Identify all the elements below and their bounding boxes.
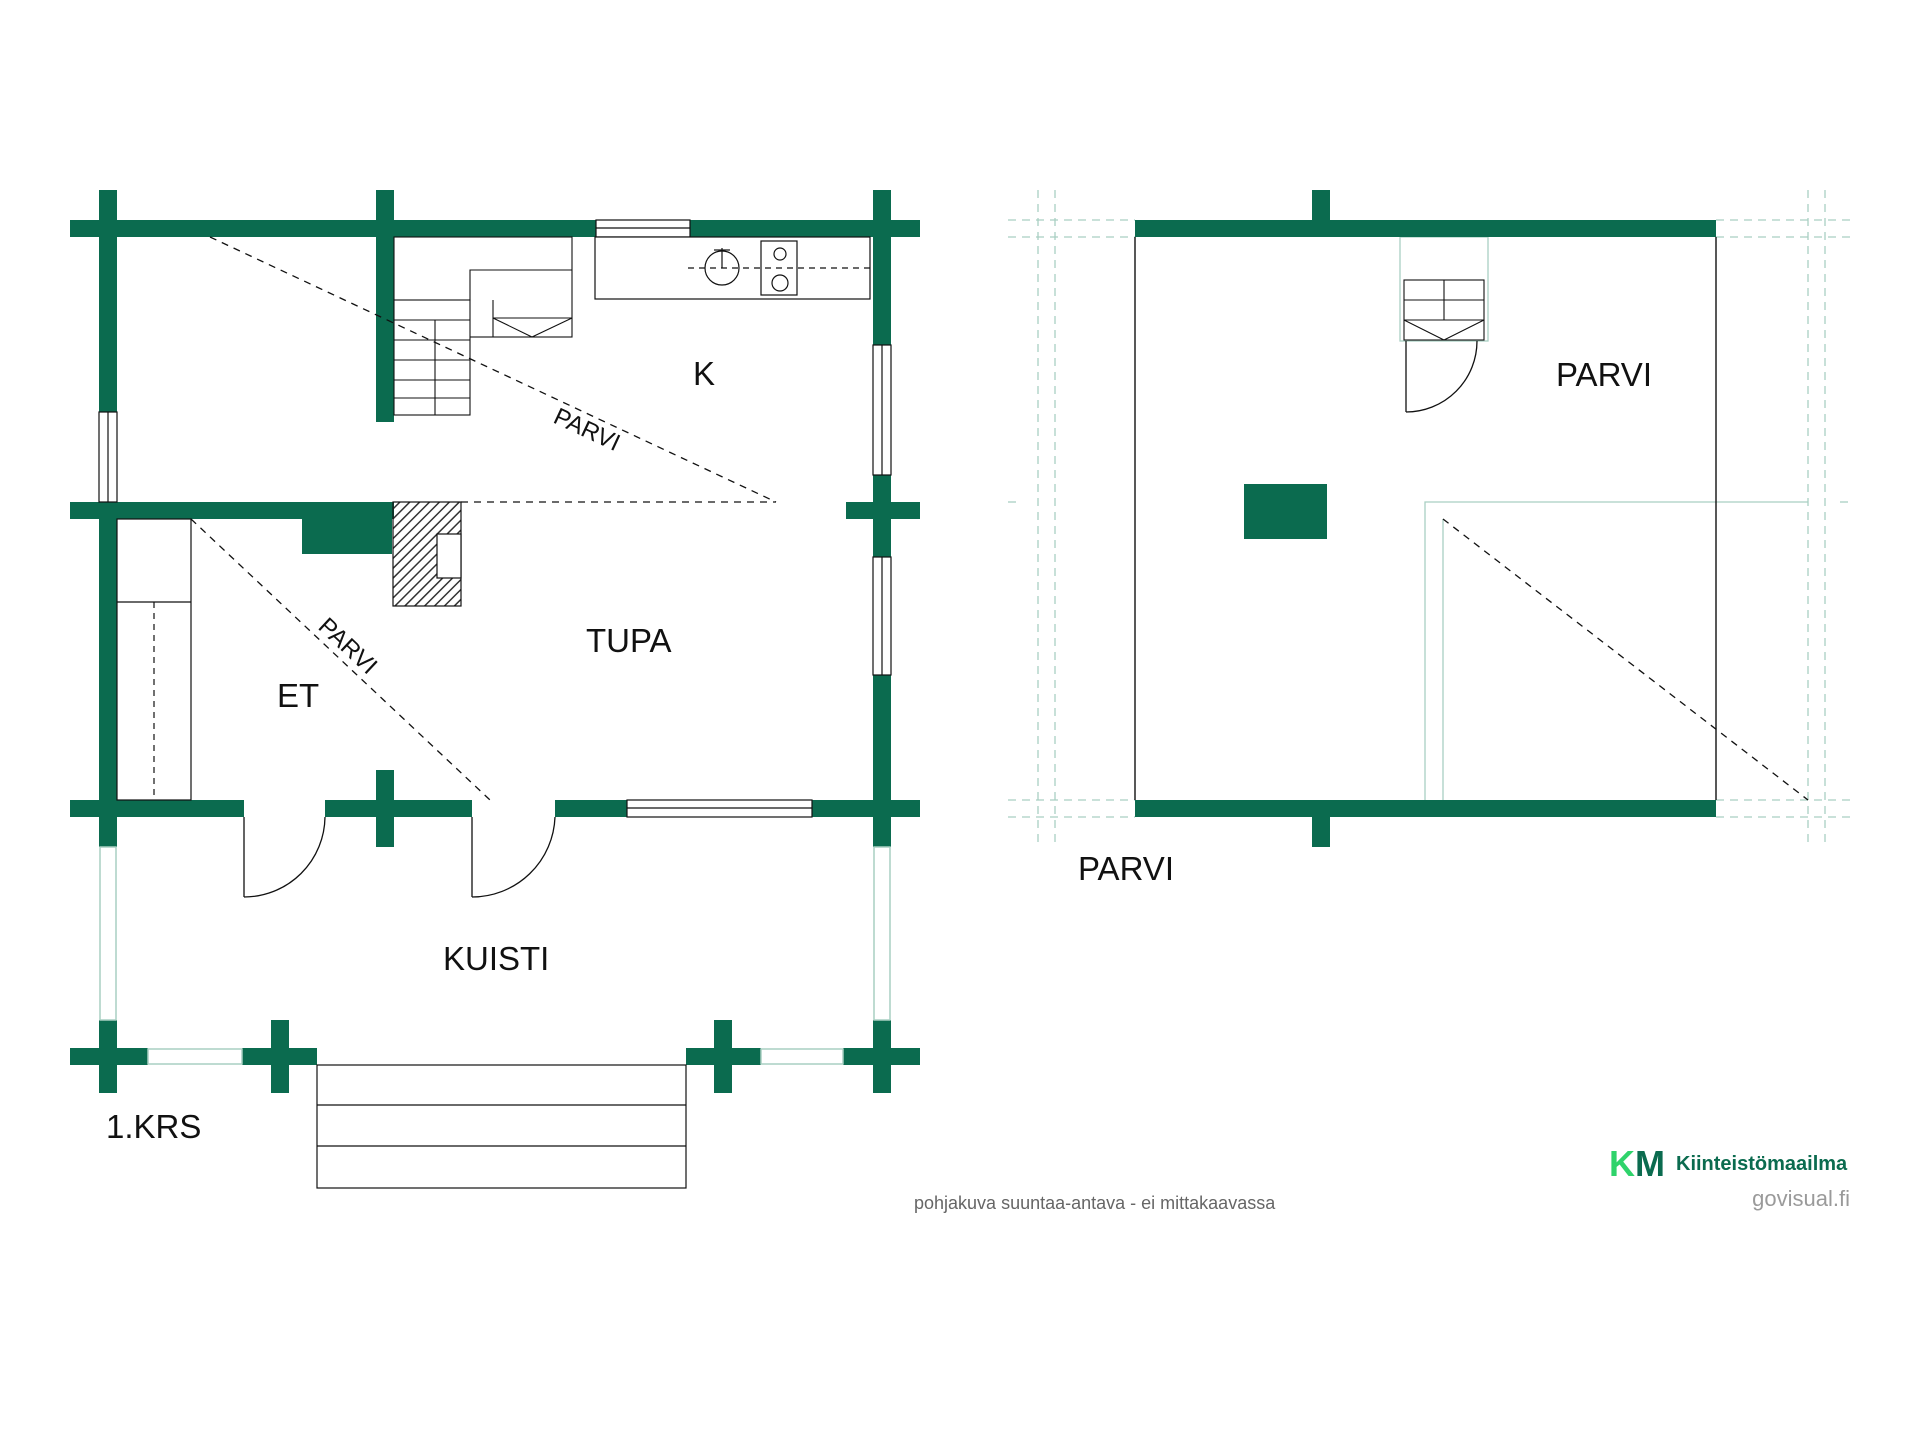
- porch-steps: [316, 1064, 687, 1189]
- loft-top-wall: [1135, 220, 1716, 237]
- lower-floor-ghost: [1008, 190, 1853, 847]
- right-wall-lower: [873, 675, 891, 847]
- bottom-wall-middle: [325, 800, 472, 817]
- ground-floor-walls: [70, 190, 920, 1093]
- ground-floor-windows: [98, 219, 892, 818]
- room-label-loft: PARVI: [1556, 356, 1652, 393]
- left-wall-lower: [99, 470, 117, 847]
- top-wall-right: [690, 220, 920, 237]
- logo-letter-k: K: [1609, 1143, 1635, 1184]
- fireplace: [392, 501, 462, 607]
- porch-post-2: [271, 1020, 289, 1093]
- room-label-living: TUPA: [586, 622, 672, 659]
- post-bottom-middle: [376, 770, 394, 847]
- logo-letter-m: M: [1635, 1143, 1665, 1184]
- brand-name: Kiinteistömaailma: [1676, 1153, 1848, 1175]
- chimney-block: [1244, 484, 1327, 539]
- porch-post-3: [714, 1020, 732, 1093]
- floor-label-ground: 1.KRS: [106, 1108, 201, 1145]
- room-label-kitchen: K: [693, 355, 715, 392]
- wall-block: [302, 502, 392, 554]
- porch-post-4: [873, 1020, 891, 1093]
- post-top-right: [873, 190, 891, 248]
- loft-post-bottom: [1312, 817, 1330, 847]
- stair-partition: [376, 237, 394, 422]
- left-wall-upper: [99, 237, 117, 412]
- bottom-wall-right-a: [555, 800, 627, 817]
- loft-walls: [1135, 190, 1716, 847]
- porch-glazing: [99, 846, 891, 1065]
- loft-floor-plan: PARVI PARVI: [1008, 190, 1853, 887]
- room-label-entry: ET: [277, 677, 319, 714]
- top-wall-left: [70, 220, 596, 237]
- staircase: [393, 236, 573, 416]
- kitchen-counter: [594, 236, 871, 300]
- brand-logo: K M Kiinteistömaailma: [1609, 1143, 1848, 1184]
- floor-label-loft: PARVI: [1078, 850, 1174, 887]
- loft-outline: [1134, 237, 1717, 800]
- right-wall-upper: [873, 237, 891, 345]
- loft-mark-upper: PARVI: [549, 403, 624, 457]
- loft-outline-lines: [190, 236, 777, 801]
- bottom-wall-left: [70, 800, 244, 817]
- room-label-porch: KUISTI: [443, 940, 549, 977]
- disclaimer-note: pohjakuva suuntaa-antava - ei mittakaava…: [914, 1193, 1276, 1213]
- post-top-middle: [376, 190, 394, 248]
- bottom-wall-right-b: [812, 800, 920, 817]
- brand-site: govisual.fi: [1752, 1186, 1850, 1211]
- ground-floor-doors: [243, 816, 556, 898]
- loft-door: [1405, 340, 1478, 413]
- loft-bottom-wall: [1135, 800, 1716, 817]
- loft-stair: [1403, 279, 1485, 341]
- loft-mark-lower: PARVI: [313, 613, 382, 680]
- post-top-left: [99, 190, 117, 248]
- middle-wall-right-stub: [846, 502, 920, 519]
- ground-floor-plan: K TUPA ET KUISTI PARVI PARVI 1.KRS: [70, 190, 920, 1189]
- porch-post-1: [99, 1020, 117, 1093]
- loft-post-top: [1312, 190, 1330, 220]
- opening-diagonal: [1442, 518, 1809, 801]
- entry-wardrobe: [116, 518, 192, 801]
